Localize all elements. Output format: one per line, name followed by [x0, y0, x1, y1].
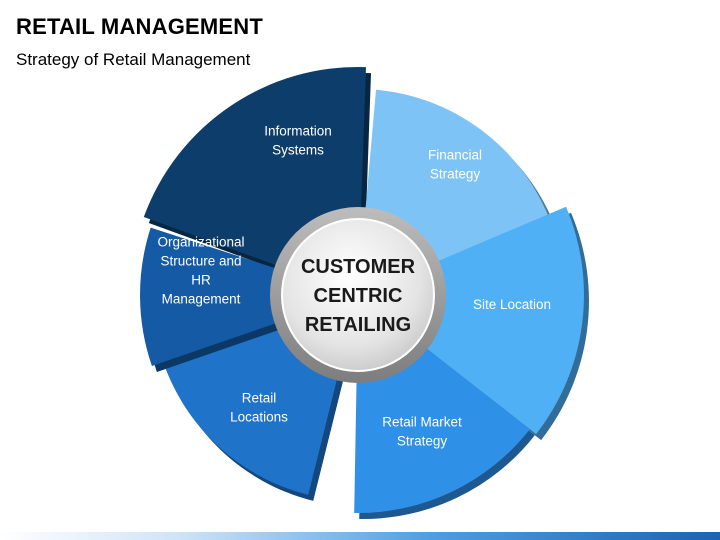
footer-gradient-bar: [0, 532, 720, 540]
segment-6-label-line-4: Management: [162, 292, 241, 307]
segment-2-label-line-1: Financial: [428, 148, 482, 163]
segment-4-label-line-1: Retail Market: [382, 415, 462, 430]
center-label-line-2: CENTRIC: [314, 285, 403, 307]
segment-6-face: [140, 227, 302, 366]
center-label-line-3: RETAILING: [305, 314, 411, 336]
center-hub-disc: [281, 218, 435, 372]
center-hub: CUSTOMER CENTRIC RETAILING: [270, 207, 446, 383]
center-label-line-1: CUSTOMER: [301, 256, 416, 278]
segment-1-label-line-1: Information: [264, 124, 332, 139]
slide-subtitle: Strategy of Retail Management: [16, 50, 251, 69]
segment-6-label-line-2: Structure and: [160, 254, 241, 269]
segment-3: Site Location: [405, 206, 589, 441]
segment-1-label-line-2: Systems: [272, 143, 324, 158]
segment-3-face: [405, 206, 584, 435]
segment-3-label-line-1: Site Location: [473, 297, 551, 312]
segment-4-face: [354, 331, 530, 514]
segment-4-label-line-2: Strategy: [397, 434, 448, 449]
segment-5-label-line-1: Retail: [242, 391, 277, 406]
segment-6-label-line-3: HR: [191, 273, 211, 288]
segment-5-label-line-2: Locations: [230, 410, 288, 425]
slide-title: RETAIL MANAGEMENT: [16, 14, 264, 39]
segment-6-label-line-1: Organizational: [157, 235, 244, 250]
segment-2-label-line-2: Strategy: [430, 167, 481, 182]
